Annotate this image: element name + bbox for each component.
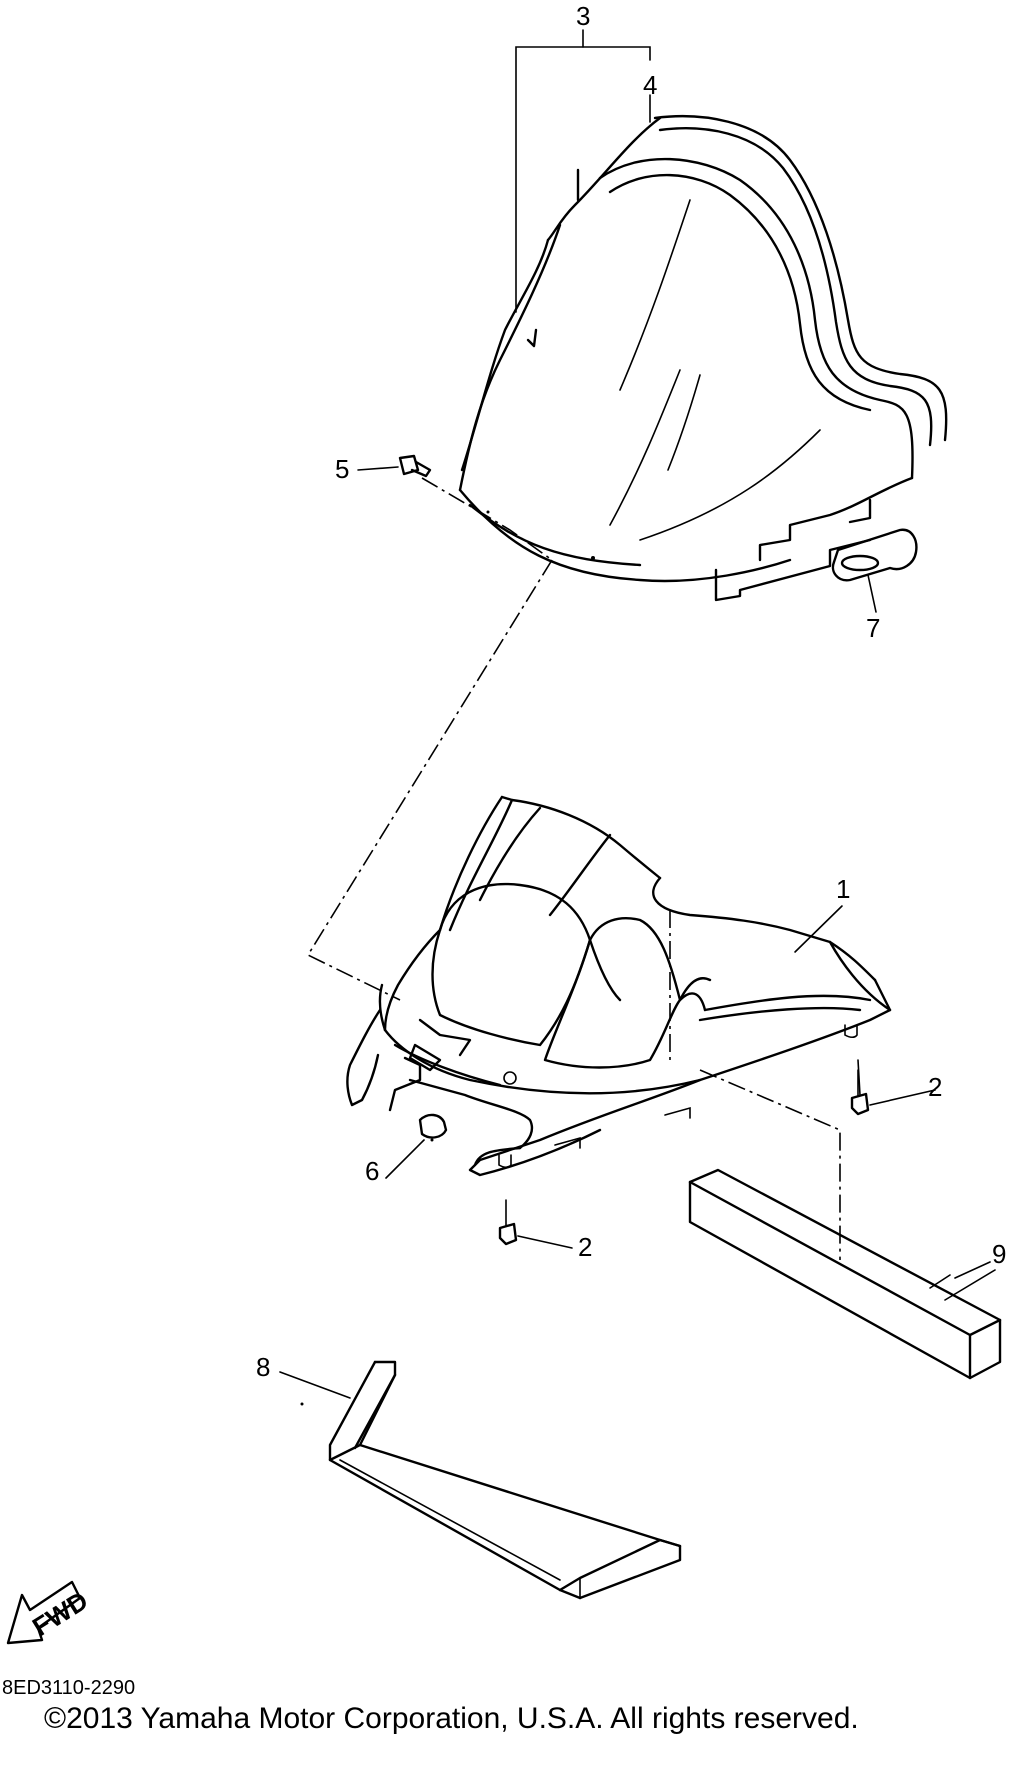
- callout-4: 4: [643, 70, 657, 100]
- grommet-6: [385, 1113, 448, 1179]
- callout-1: 1: [836, 874, 850, 904]
- foam-block-9: [688, 1168, 1002, 1380]
- callout-5: 5: [335, 454, 349, 484]
- callout-9: 9: [992, 1239, 1006, 1269]
- callout-2-right: 2: [928, 1072, 942, 1102]
- screw-2-left: [498, 1199, 573, 1249]
- clip-7: [831, 528, 918, 613]
- fwd-label: FWD: [27, 1585, 93, 1642]
- windshield-part: [458, 29, 948, 602]
- callout-6: 6: [365, 1156, 379, 1186]
- callout-7: 7: [866, 613, 880, 643]
- copyright-notice: ©2013 Yamaha Motor Corporation, U.S.A. A…: [44, 1702, 859, 1735]
- foam-strip-8: [279, 1360, 682, 1600]
- diagram-code: 8ED3110-2290: [2, 1677, 136, 1699]
- fwd-arrow-icon: FWD: [6, 1580, 93, 1645]
- screw-2-right: [850, 1059, 936, 1116]
- callout-3: 3: [576, 1, 590, 31]
- cowl-part: [346, 795, 892, 1177]
- callout-2-left: 2: [578, 1232, 592, 1262]
- screw-5: [357, 454, 553, 561]
- callout-8: 8: [256, 1352, 270, 1382]
